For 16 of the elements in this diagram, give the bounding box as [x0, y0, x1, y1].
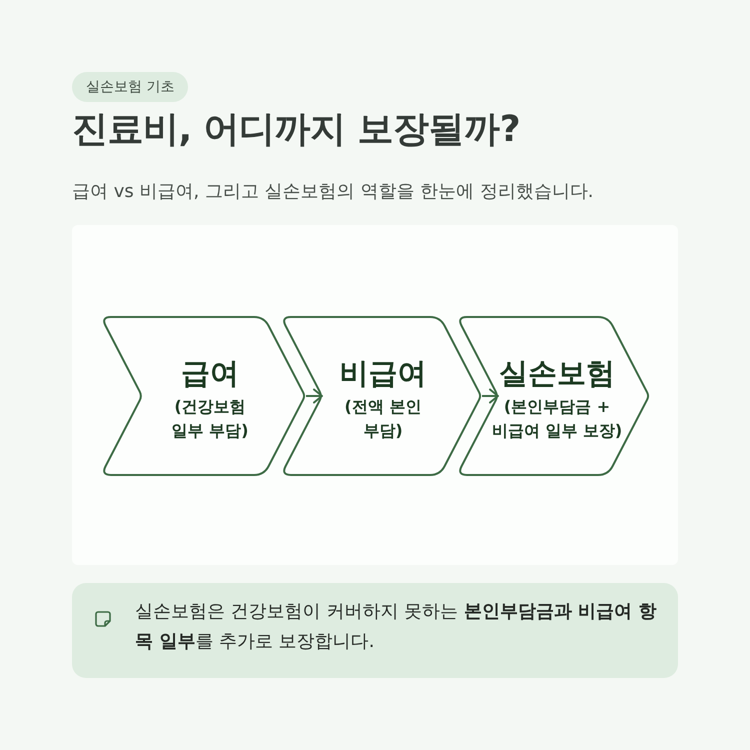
title: 진료비, 어디까지 보장될까?	[72, 108, 520, 152]
step-title: 비급여	[340, 356, 426, 390]
step-description: (전액 본인 부담)	[344, 396, 422, 442]
note-text: 실손보험은 건강보험이 커버하지 못하는 본인부담금과 비급여 항목 일부를 추가로 보장합니다.	[135, 600, 658, 654]
category-tag: 실손보험 기초	[72, 72, 188, 102]
step-title: 실손보험	[499, 356, 615, 390]
chevron-step	[100, 316, 306, 476]
chevron-step	[456, 316, 650, 476]
step-title: 급여	[181, 356, 239, 390]
arrow	[482, 388, 499, 404]
arrow	[306, 388, 323, 404]
subtitle: 급여 vs 비급여, 그리고 실손보험의 역할을 한눈에 정리했습니다.	[72, 180, 594, 204]
step-description: (건강보험 일부 부담)	[170, 396, 250, 442]
step-description: (본인부담금 + 비급여 일부 보장)	[490, 396, 624, 442]
chevron-step	[280, 316, 482, 476]
note-box	[72, 583, 678, 678]
